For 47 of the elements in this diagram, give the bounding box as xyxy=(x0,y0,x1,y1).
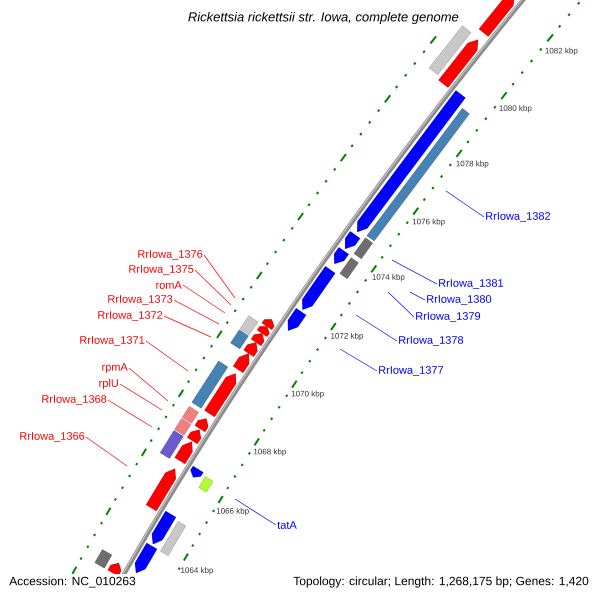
scale-label: 1082 kbp xyxy=(546,48,578,56)
gene-label: RrIowa_1371 xyxy=(80,336,144,346)
gene-label: RrIowa_1366 xyxy=(20,432,84,442)
gene-label: RrIowa_1372 xyxy=(98,311,162,321)
leader-line xyxy=(340,348,378,372)
leader-line xyxy=(204,254,236,298)
scale-label: 1066 kbp xyxy=(216,508,249,516)
scale-label: 1074 kbp xyxy=(372,274,404,282)
leader-line xyxy=(182,284,226,314)
leader-line xyxy=(388,292,414,318)
leader-line xyxy=(164,316,212,338)
leader-line xyxy=(410,292,426,300)
leader-line xyxy=(446,190,484,218)
scale-label: 1070 kbp xyxy=(292,390,324,398)
scale-label: 1068 kbp xyxy=(254,448,286,456)
title: Rickettsia rickettsii str. Iowa, complete genome xyxy=(188,12,458,24)
gene-label: RrIowa_1381 xyxy=(439,279,504,289)
gene-label: RrIowa_1375 xyxy=(129,265,194,275)
gene-label: RrIowa_1382 xyxy=(486,212,550,222)
scale-label: 1076 kbp xyxy=(412,218,445,226)
leader-line xyxy=(146,340,188,372)
scale-label: 1078 kbp xyxy=(456,160,488,168)
leader-line xyxy=(194,270,232,306)
scale-label: 1064 kbp xyxy=(181,567,214,575)
gene-label: RrIowa_1380 xyxy=(427,295,492,305)
gene-label: romA xyxy=(156,281,182,289)
accession-text: Accession: NC_010263 xyxy=(9,576,136,588)
leader-line xyxy=(392,260,438,284)
leader-line xyxy=(128,368,168,402)
scale-label: 1080 kbp xyxy=(500,105,532,113)
genome-info-text: Topology: circular; Length: 1,268,175 bp; Genes: 1,420 xyxy=(294,576,588,588)
gene-label: RrIowa_1376 xyxy=(138,250,202,260)
gene-label: RrIowa_1379 xyxy=(416,312,480,322)
leader-line xyxy=(120,384,162,410)
leader-line xyxy=(174,300,220,324)
gene-label: tatA xyxy=(277,521,297,529)
gene-label: RrIowa_1373 xyxy=(108,295,172,305)
gene-label: RrIowa_1377 xyxy=(379,366,444,376)
gene-label: rplU xyxy=(99,378,118,390)
gene-label: RrIowa_1378 xyxy=(399,336,464,346)
gene-label: RrIowa_1368 xyxy=(42,395,106,405)
leader-line xyxy=(108,400,152,428)
gene-label: rpmA xyxy=(102,363,128,373)
scale-label: 1072 kbp xyxy=(331,332,364,340)
leader-line xyxy=(234,498,276,526)
leader-line xyxy=(356,314,398,342)
leader-line xyxy=(86,436,128,466)
